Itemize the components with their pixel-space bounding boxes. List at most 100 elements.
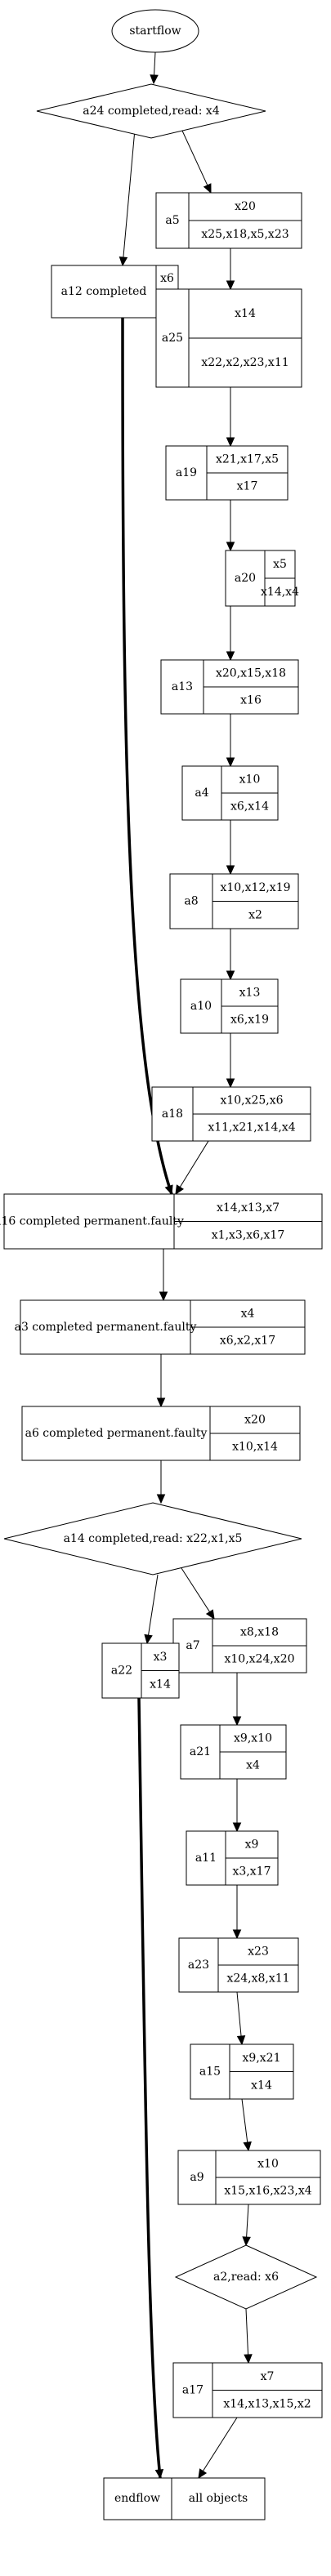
arrowhead	[205, 1609, 215, 1620]
node-name: a13	[172, 680, 193, 693]
node-name: a9	[190, 2171, 204, 2184]
arrowhead	[236, 2035, 246, 2046]
node-top-field: x3	[154, 1651, 168, 1664]
node-top-field: x7	[261, 2370, 275, 2383]
node-a22: a22 x3 x14	[101, 1642, 180, 1699]
start-ellipse	[111, 9, 199, 53]
node-top-field: x9,x10	[234, 1732, 272, 1745]
node-name: a5	[165, 214, 179, 227]
node-bottom-field: x25,x18,x5,x23	[201, 228, 289, 241]
edge	[146, 1574, 159, 1644]
node-name: a23	[188, 1959, 209, 1972]
arrowhead	[226, 970, 235, 981]
arrowhead	[226, 757, 235, 768]
node-top-field: x14	[235, 307, 256, 320]
node-name: a8	[184, 895, 198, 908]
arrowhead	[154, 2469, 164, 2480]
arrowhead	[156, 1494, 166, 1504]
node-name: a21	[190, 1745, 211, 1758]
arrowhead	[164, 1184, 173, 1196]
arrowhead	[226, 1078, 235, 1089]
end-label: endflow	[114, 2492, 160, 2505]
node-bottom-field: x2	[248, 908, 262, 921]
node-name: a18	[162, 1108, 183, 1121]
node-a21: a21 x9,x10 x4	[180, 1724, 287, 1780]
node-name: a17	[182, 2384, 204, 2397]
node-bottom-field: x14	[251, 2079, 272, 2092]
arrowhead	[203, 183, 212, 194]
arrowhead	[150, 74, 159, 85]
node-a11: a11 x9 x3,x17	[186, 1830, 279, 1886]
node-name: a22	[111, 1665, 132, 1678]
decision-label: a2,read: x6	[213, 2271, 279, 2284]
arrowhead	[242, 2236, 251, 2247]
node-a23: a23 x23 x24,x8,x11	[178, 1937, 299, 1993]
node-name: a19	[176, 466, 197, 479]
decision-d14: a14 completed,read: x22,x1,x5	[3, 1502, 302, 1575]
node-name: a16 completed permanent.faulty	[0, 1215, 184, 1228]
node-name: a15	[199, 2066, 221, 2079]
start-label: startflow	[129, 25, 181, 38]
node-bottom-field: x17	[237, 480, 258, 493]
node-bottom-field: x14	[150, 1678, 171, 1691]
arrowhead	[156, 1397, 166, 1408]
node-top-field: x6	[160, 272, 174, 285]
node-bottom-field: x14,x4	[261, 586, 299, 599]
node-top-field: x23	[248, 1945, 269, 1959]
arrowhead	[144, 1633, 153, 1645]
node-top-field: x10,x12,x19	[220, 881, 290, 894]
arrowhead	[232, 1716, 242, 1727]
arrowhead	[226, 865, 235, 876]
node-bottom-field: x6,x14	[230, 800, 269, 813]
node-bottom-field: x4	[246, 1759, 260, 1772]
node-top-field: x14,x13,x7	[217, 1201, 280, 1214]
arrowhead	[175, 1184, 184, 1196]
edge	[198, 2417, 238, 2479]
node-name: a10	[190, 1000, 212, 1013]
node-top-field: x5	[273, 558, 287, 571]
end-box	[103, 2477, 266, 2520]
node-bottom-field: x6,x19	[230, 1014, 269, 1027]
decision-d2: a2,read: x6	[174, 2244, 318, 2310]
node-top-field: x13	[239, 987, 261, 1000]
node-top-field: x21,x17,x5	[216, 453, 279, 466]
node-a16: a16 completed permanent.faulty x14,x13,x7…	[0, 1193, 323, 1250]
node-bottom-field: x6,x2,x17	[220, 1335, 275, 1348]
node-name: a12 completed	[61, 285, 147, 298]
node-bottom-field: x3,x17	[233, 1865, 271, 1879]
node-bottom-field: x24,x8,x11	[226, 1972, 289, 1985]
edge	[241, 2098, 249, 2151]
edge	[121, 317, 173, 1195]
node-bottom-field: x11,x21,x14,x4	[208, 1121, 295, 1134]
node-top-field: x9	[245, 1838, 259, 1852]
node-bottom-field: x10,x14	[232, 1441, 278, 1454]
decision-label: a14 completed,read: x22,x1,x5	[64, 1532, 243, 1545]
node-a10: a10 x13 x6,x19	[180, 978, 279, 1034]
node-bottom-field: x1,x3,x6,x17	[212, 1228, 284, 1241]
arrowhead	[159, 1291, 168, 1302]
start-node: startflow	[111, 9, 199, 53]
node-name: a4	[195, 787, 208, 800]
edge	[175, 1140, 209, 1195]
decision-shape	[36, 83, 266, 139]
node-bottom-field: x15,x16,x23,x4	[224, 2185, 311, 2198]
decision-shape	[174, 2244, 318, 2310]
edge	[236, 1991, 243, 2045]
node-name: a11	[195, 1852, 217, 1865]
node-top-field: x10	[257, 2158, 279, 2171]
arrowhead	[198, 2468, 208, 2480]
node-name: a25	[162, 332, 183, 345]
decision-shape	[3, 1502, 302, 1575]
arrowhead	[244, 2354, 253, 2364]
